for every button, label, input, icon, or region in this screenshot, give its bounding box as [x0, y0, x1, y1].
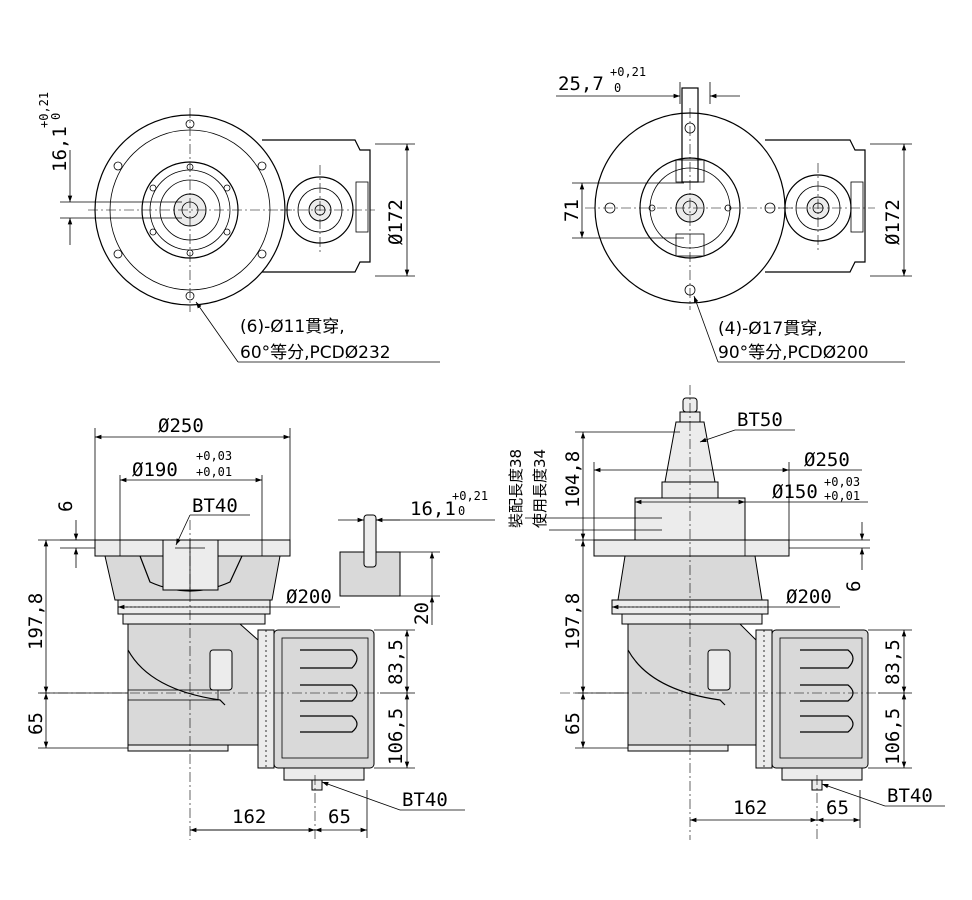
- dia-150: Ø150: [772, 481, 818, 503]
- bt40-top: BT40: [192, 495, 238, 517]
- dim-197-8: 197,8: [25, 593, 47, 650]
- dim-104-8: 104,8: [562, 451, 584, 508]
- dia-172: Ø172: [385, 199, 407, 245]
- tol-plus: +0,21: [610, 65, 646, 79]
- side-housing: [262, 139, 371, 273]
- tol-150-plus: +0,03: [824, 475, 860, 489]
- tol-zero: 0: [614, 81, 621, 95]
- bt50: BT50: [737, 409, 783, 431]
- dim-65-v: 65: [562, 712, 584, 735]
- dim-83-5: 83,5: [882, 639, 904, 685]
- tol-zero: 0: [49, 113, 63, 120]
- callout-line-1: (6)-Ø11貫穿,: [240, 317, 345, 337]
- dim-65-v: 65: [25, 712, 47, 735]
- callout-line-1: (4)-Ø17貫穿,: [718, 319, 823, 339]
- bolt-holes: [113, 119, 267, 301]
- key-detail: 16,1 +0,21 0 20: [338, 489, 495, 625]
- dim-65-h: 65: [328, 806, 351, 828]
- tol-150-minus: +0,01: [824, 489, 860, 503]
- bt40-bottom: BT40: [402, 789, 448, 811]
- dim-83-5: 83,5: [385, 639, 407, 685]
- dia-200: Ø200: [286, 586, 332, 608]
- key-16-1: 16,1: [410, 498, 456, 520]
- tol-190-minus: +0,01: [196, 465, 232, 479]
- dim-106-5: 106,5: [385, 708, 407, 765]
- dim-6: 6: [55, 501, 77, 512]
- dim-71: 71: [561, 199, 583, 222]
- top-left-view: 16,1 +0,21 0 Ø172 (6)-Ø11貫穿, 60°等分,PCDØ2…: [37, 92, 440, 363]
- dim-197-8: 197,8: [562, 593, 584, 650]
- bt40-bottom: BT40: [887, 785, 933, 807]
- tol-190-plus: +0,03: [196, 449, 232, 463]
- dia-200: Ø200: [786, 586, 832, 608]
- bottom-right-view: BT50 104,8 裝配長度38 使用長度34 Ø250 Ø150 +0,03…: [507, 385, 945, 840]
- dia-190: Ø190: [132, 459, 178, 481]
- callout-line-2: 90°等分,PCDØ200: [718, 343, 869, 363]
- dim-162: 162: [232, 806, 266, 828]
- bottom-left-view: Ø250 Ø190 +0,03 +0,01 BT40 6 197,8 65 Ø2…: [25, 415, 495, 840]
- side-housing: [765, 139, 866, 273]
- key-20: 20: [411, 602, 433, 625]
- install-length: 裝配長度38: [507, 449, 525, 528]
- dim-16-1: 16,1: [49, 126, 71, 172]
- key-tol-zero: 0: [458, 504, 465, 518]
- dim-25-7: 25,7: [558, 73, 604, 95]
- dim-6: 6: [843, 581, 865, 592]
- tol-plus: +0,21: [37, 92, 51, 128]
- dim-106-5: 106,5: [882, 708, 904, 765]
- use-length: 使用長度34: [531, 449, 549, 528]
- dia-250: Ø250: [158, 415, 204, 437]
- dim-162: 162: [733, 797, 767, 819]
- dim-65-h: 65: [826, 797, 849, 819]
- dia-250: Ø250: [804, 449, 850, 471]
- key-tol-plus: +0,21: [452, 489, 488, 503]
- top-right-view: 25,7 +0,21 0 71 Ø172 (4)-Ø17貫穿, 90°等分,PC…: [556, 65, 912, 363]
- callout-line-2: 60°等分,PCDØ232: [240, 343, 391, 363]
- dia-172: Ø172: [882, 199, 904, 245]
